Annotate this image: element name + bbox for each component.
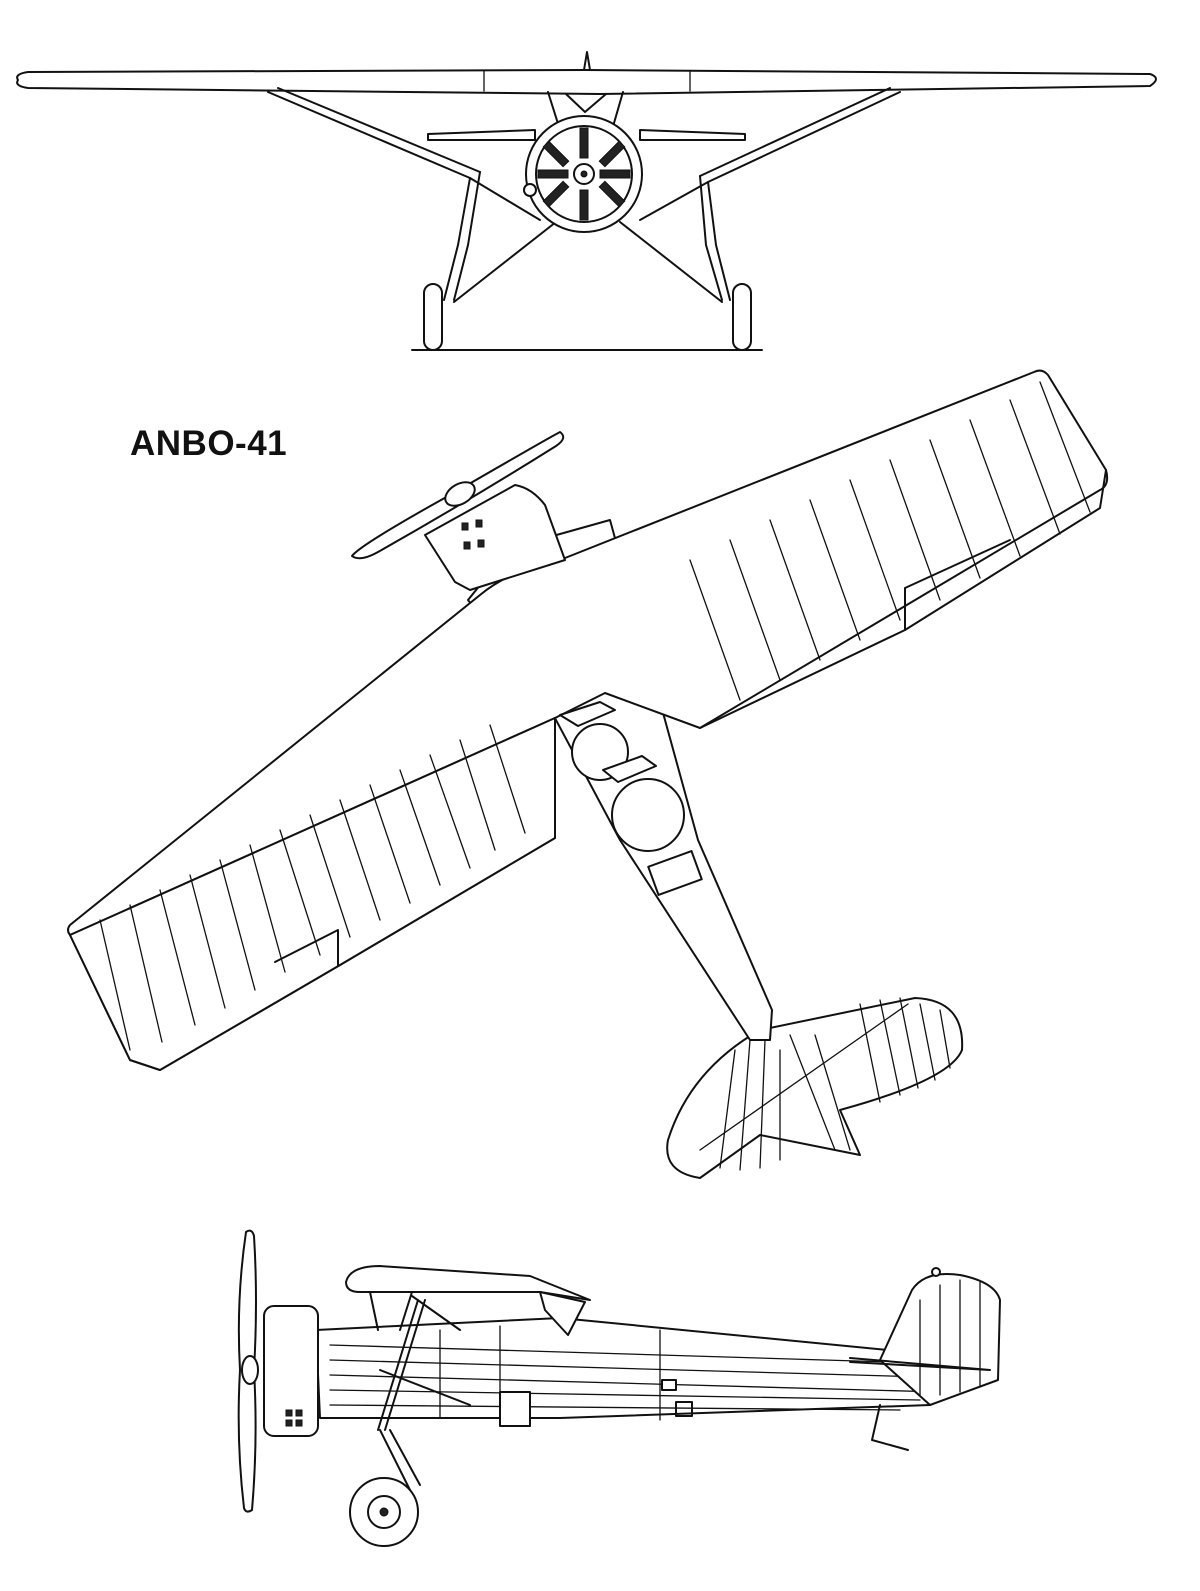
top-wing xyxy=(67,369,1109,936)
side-struts xyxy=(369,1291,471,1491)
top-tailplane xyxy=(666,997,964,1179)
front-wing-struts xyxy=(267,87,901,221)
tailplane-rib-lines xyxy=(719,997,951,1171)
front-wing xyxy=(16,69,1157,95)
aircraft-title: ANBO-41 xyxy=(130,424,288,463)
side-view xyxy=(237,1229,1001,1547)
front-right-wheel xyxy=(732,283,752,351)
wing-rib-lines xyxy=(99,381,1091,1051)
side-engine-cowling xyxy=(263,1305,319,1437)
front-view xyxy=(16,51,1157,351)
side-wing xyxy=(345,1265,591,1301)
front-undercarriage xyxy=(411,171,763,351)
top-engine xyxy=(424,484,566,591)
radial-engine-cylinders xyxy=(537,127,631,221)
front-left-wheel xyxy=(423,283,443,351)
rear-cockpit xyxy=(611,778,685,852)
top-view xyxy=(67,369,1109,1179)
